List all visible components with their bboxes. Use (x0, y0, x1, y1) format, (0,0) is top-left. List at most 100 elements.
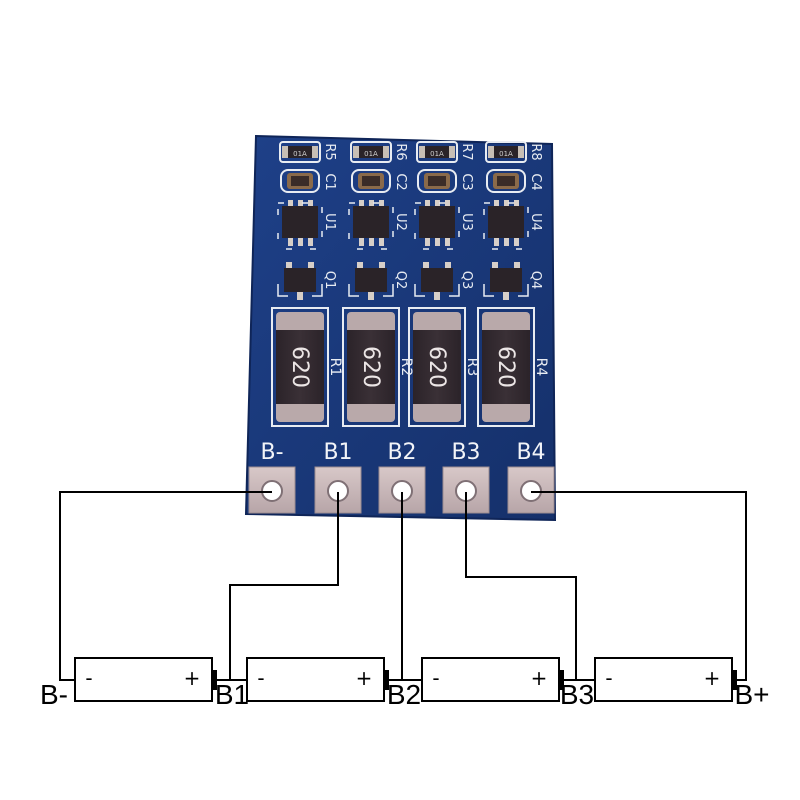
transistor-outline (277, 284, 323, 297)
shunt-marking: 620 (424, 346, 449, 388)
shunt-end-cap (482, 400, 530, 422)
cell-positive-sign: + (184, 666, 201, 690)
ic-pin (514, 238, 519, 246)
transistor-pin (492, 262, 498, 269)
small-resistor-cap (312, 146, 318, 158)
pad-label: B2 (387, 440, 416, 465)
pad-label: B4 (516, 440, 545, 465)
ic-pin (379, 238, 384, 246)
small-resistor-label: R7 (459, 143, 474, 160)
node-label: B3 (560, 679, 594, 710)
shunt-end-cap (413, 400, 461, 422)
shunt-resistor (347, 330, 395, 404)
small-resistor-marking: 01A (293, 150, 307, 158)
shunt-label: R2 (398, 358, 414, 377)
cell-terminal (732, 670, 737, 690)
transistor-outline (348, 284, 394, 297)
capacitor-label: C4 (528, 173, 543, 190)
shunt-end-cap (413, 312, 461, 334)
small-resistor-cap (518, 146, 524, 158)
capacitor-label: C2 (393, 173, 408, 190)
ic-pin (298, 238, 303, 246)
ic-pin (288, 238, 293, 246)
ic-pin (379, 200, 384, 207)
small-resistor-cap (282, 146, 288, 158)
node-label: B- (40, 679, 68, 710)
transistor-pin (357, 262, 363, 269)
small-resistor-outline (485, 141, 527, 163)
ic-label: U4 (528, 213, 543, 231)
transistor-pin (434, 292, 440, 300)
capacitor-outline (280, 169, 320, 193)
ic-pin (494, 200, 499, 207)
cell-positive-sign: + (356, 666, 373, 690)
wire-b-minus (59, 491, 272, 681)
transistor (355, 268, 387, 292)
battery-cell-4: -+ (594, 657, 737, 702)
ic-pin (369, 238, 374, 246)
ic-pin (514, 200, 519, 207)
ic-pin (435, 238, 440, 246)
transistor-pin (368, 292, 374, 300)
capacitor-label: C1 (322, 173, 337, 190)
shunt-label: R1 (327, 358, 343, 377)
ic-pin (445, 238, 450, 246)
capacitor-body (362, 176, 380, 186)
small-resistor-label: R8 (528, 143, 543, 160)
small-resistor-outline (350, 141, 392, 163)
shunt-end-cap (276, 400, 324, 422)
shunt-end-cap (347, 312, 395, 334)
cell-negative-sign: - (85, 666, 92, 690)
wire-b1 (212, 492, 339, 681)
transistor-outline (483, 284, 529, 297)
ic-pin (435, 200, 440, 207)
small-resistor-marking: 01A (364, 150, 378, 158)
battery-cell-3: -+ (421, 657, 564, 702)
shunt-outline (477, 307, 535, 427)
pad-label: B3 (451, 440, 480, 465)
transistor-outline (414, 284, 460, 297)
small-resistor-cap (488, 146, 494, 158)
capacitor-body (497, 176, 515, 186)
shunt-marking: 620 (493, 346, 518, 388)
cell-negative-sign: - (257, 666, 264, 690)
ic-pin (425, 200, 430, 207)
transistor (421, 268, 453, 292)
cell-terminal (384, 670, 389, 690)
ic-pin (504, 238, 509, 246)
cell-body (74, 657, 213, 702)
cell-terminal (559, 670, 564, 690)
ic-pin (288, 200, 293, 207)
pad-label: B1 (323, 440, 352, 465)
node-label: B2 (387, 679, 421, 710)
battery-cells: -+-+-+-+ (74, 657, 737, 702)
shunt-resistor (482, 330, 530, 404)
small-resistor (359, 146, 383, 158)
pad-1: B- (248, 440, 296, 514)
transistor (284, 268, 316, 292)
capacitor-body (428, 176, 446, 186)
small-resistor (288, 146, 312, 158)
small-resistor-marking: 01A (499, 150, 513, 158)
transistor-label: Q3 (459, 271, 474, 290)
transistor (490, 268, 522, 292)
shunt-outline (271, 307, 329, 427)
shunt-outline (408, 307, 466, 427)
ic-pin (425, 238, 430, 246)
small-resistor-label: R5 (322, 143, 337, 160)
wire-b-plus (531, 491, 747, 681)
ic-label: U1 (322, 213, 337, 231)
small-resistor-cap (419, 146, 425, 158)
capacitor-outline (417, 169, 457, 193)
ic-pin (369, 200, 374, 207)
transistor-pin (286, 262, 292, 269)
capacitor-outline (486, 169, 526, 193)
shunt-label: R4 (533, 358, 549, 377)
ic-pin (494, 238, 499, 246)
